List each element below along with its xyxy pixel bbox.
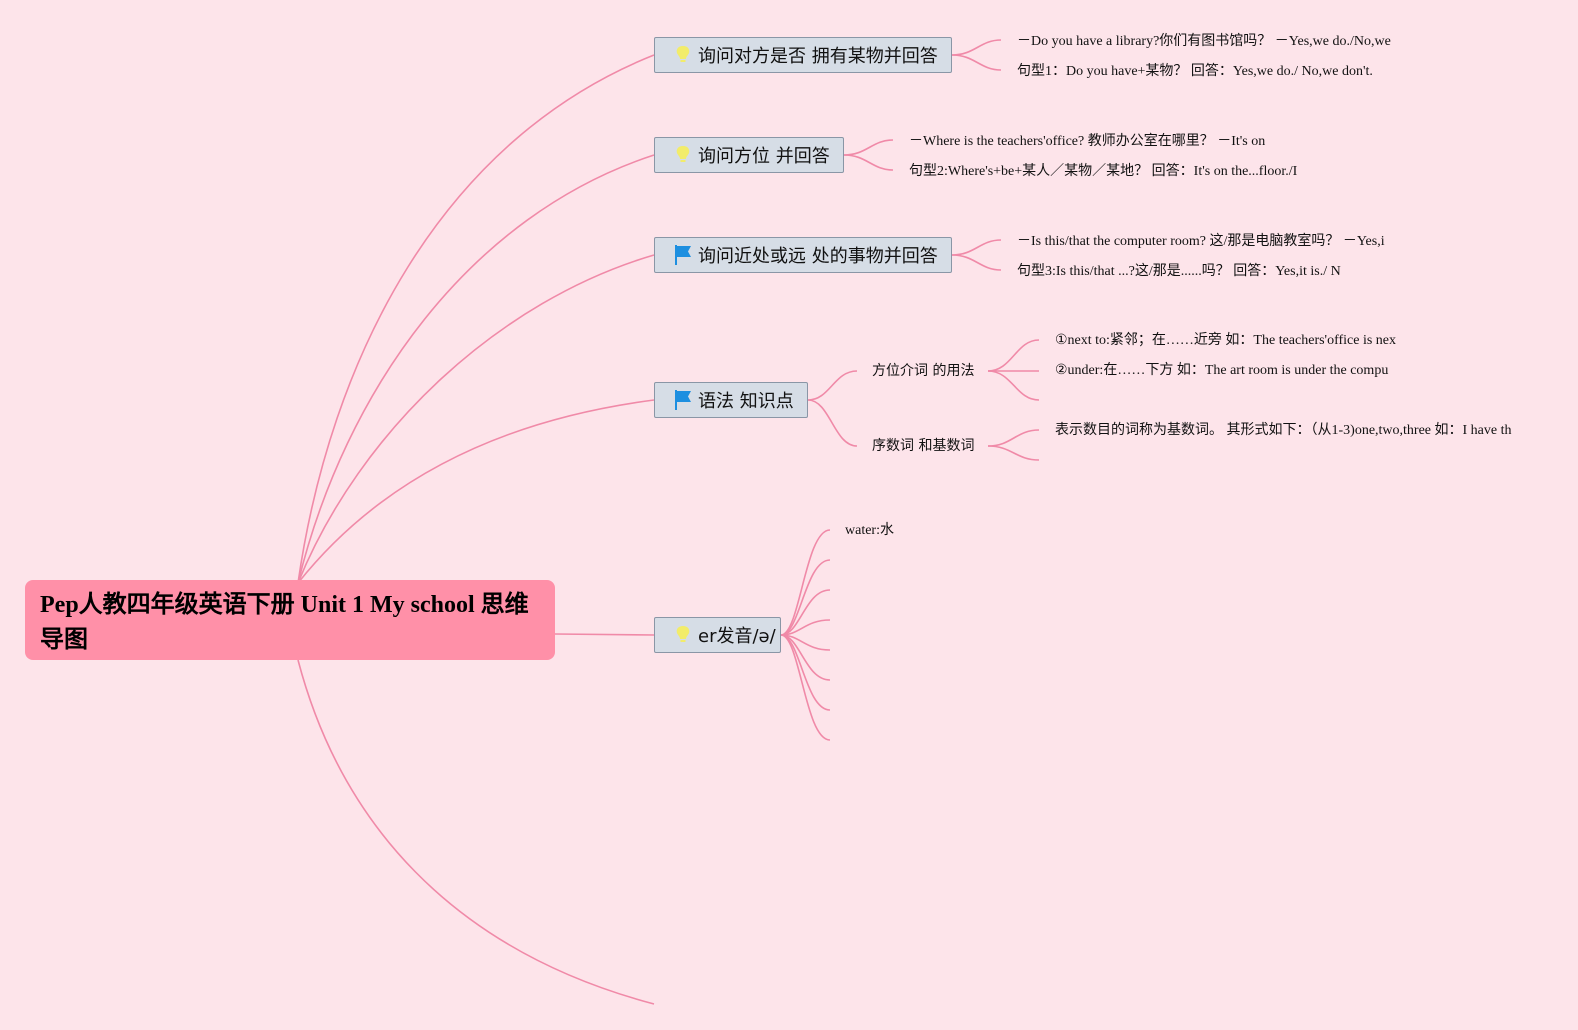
connector-line — [951, 54, 1002, 71]
branch-ask-possession[interactable]: 询问对方是否 拥有某物并回答 — [654, 37, 952, 73]
connector-line — [780, 559, 831, 636]
branch-label: 询问方位 并回答 — [698, 146, 830, 167]
connector-line — [297, 659, 655, 1005]
connector-line — [987, 370, 1040, 401]
root-topic[interactable]: Pep人教四年级英语下册 Unit 1 My school 思维导图 — [25, 580, 555, 660]
detail-text: 句型1：Do you have+某物？ 回答：Yes,we do./ No,we… — [1017, 64, 1373, 79]
connector-line — [297, 399, 655, 584]
lightbulb-icon — [673, 44, 693, 66]
detail-text: －Do you have a library?你们有图书馆吗？ －Yes,we … — [1017, 34, 1391, 49]
connector-line — [951, 39, 1002, 56]
connector-line — [297, 154, 655, 584]
connector-line — [843, 154, 894, 171]
connector-line — [843, 139, 894, 156]
branch-ask-near-far[interactable]: 询问近处或远 处的事物并回答 — [654, 237, 952, 273]
connector-line — [554, 633, 655, 636]
branch-ask-location[interactable]: 询问方位 并回答 — [654, 137, 844, 173]
branch-grammar[interactable]: 语法 知识点 — [654, 382, 808, 418]
branch-label: er发音/ə/ — [698, 626, 776, 647]
connector-line — [780, 589, 831, 636]
connector-line — [987, 445, 1040, 461]
branch-label: 询问近处或远 处的事物并回答 — [698, 246, 938, 267]
connector-line — [780, 529, 831, 636]
connector-line — [807, 370, 858, 401]
subtopic-prepositions[interactable]: 方位介词 的用法 — [872, 363, 975, 379]
branch-label: 语法 知识点 — [698, 391, 794, 412]
connector-line — [987, 339, 1040, 372]
branch-er-pronunciation[interactable]: er发音/ə/ — [654, 617, 781, 653]
detail-text: 表示数目的词称为基数词。 其形式如下：（从1-3)one,two,three 如… — [1055, 423, 1512, 438]
connector-line — [297, 254, 655, 584]
connector-line — [780, 634, 831, 741]
connector-line — [297, 54, 655, 584]
detail-text: －Where is the teachers'office? 教师办公室在哪里？… — [909, 134, 1266, 149]
branch-label: 询问对方是否 拥有某物并回答 — [698, 46, 938, 67]
connector-line — [987, 429, 1040, 447]
detail-text: ②under:在……下方 如：The art room is under the… — [1055, 363, 1389, 378]
detail-text: ①next to:紧邻；在……近旁 如：The teachers'office … — [1055, 333, 1397, 348]
lightbulb-icon — [673, 624, 693, 646]
lightbulb-icon — [673, 144, 693, 166]
detail-text: 句型3:Is this/that ...?这/那是......吗？ 回答：Yes… — [1017, 264, 1341, 279]
connector-line — [807, 399, 858, 447]
subtopic-numerals[interactable]: 序数词 和基数词 — [872, 438, 975, 454]
connector-line — [951, 239, 1002, 256]
flag-icon — [673, 389, 693, 411]
flag-icon — [673, 244, 693, 266]
detail-text: －Is this/that the computer room? 这/那是电脑教… — [1017, 234, 1385, 249]
detail-text: water:水 — [845, 523, 894, 538]
detail-text: 句型2:Where's+be+某人／某物／某地？ 回答：It's on the.… — [909, 164, 1298, 179]
connector-line — [951, 254, 1002, 271]
